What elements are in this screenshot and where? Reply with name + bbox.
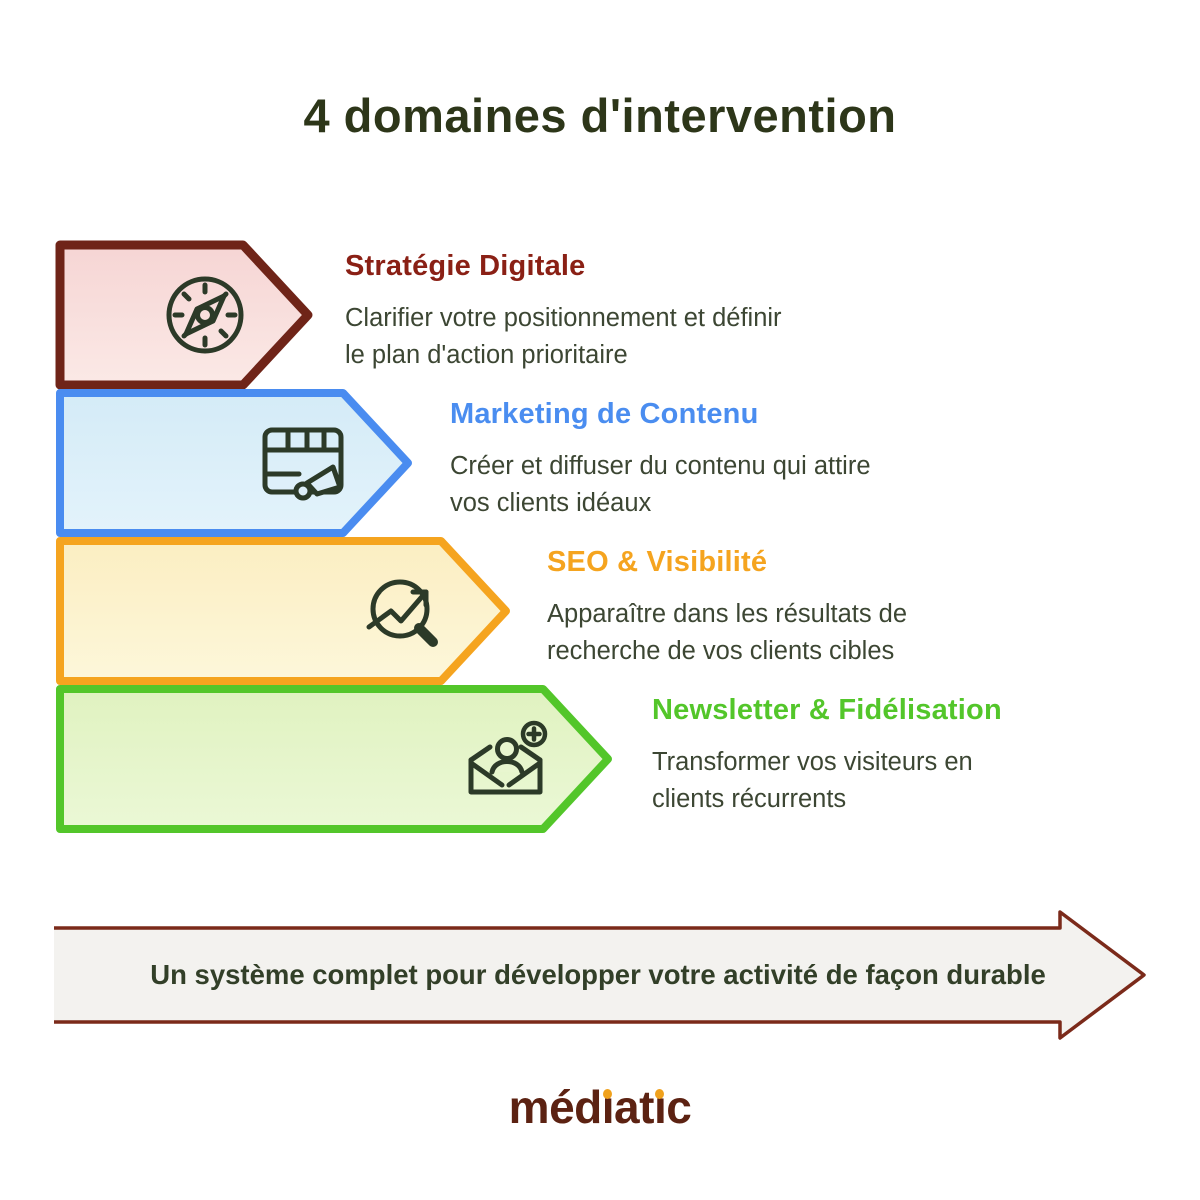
domain-title: SEO & Visibilité bbox=[547, 546, 768, 578]
domain-banner-newsletter-fidelisation bbox=[55, 684, 615, 834]
domain-text-marketing-contenu: Marketing de Contenu Créer et diffuser d… bbox=[450, 398, 871, 522]
arrow-outline bbox=[56, 537, 510, 685]
logo-dotted-i: ı bbox=[653, 1081, 667, 1133]
description-line: Apparaître dans les résultats de bbox=[547, 600, 908, 628]
search-trend-icon bbox=[366, 579, 438, 647]
domain-title: Marketing de Contenu bbox=[450, 398, 759, 430]
arrow-outline bbox=[56, 389, 412, 537]
arrow-shape-pink bbox=[55, 240, 313, 390]
compass-icon bbox=[166, 276, 244, 354]
domain-banner-marketing-contenu bbox=[55, 388, 415, 538]
logo-part: c bbox=[666, 1081, 692, 1133]
description-line: vos clients idéaux bbox=[450, 488, 652, 517]
domain-description: Apparaître dans les résultats de recherc… bbox=[547, 596, 907, 670]
domain-banner-seo-visibilite bbox=[55, 536, 513, 686]
domain-banner-strategie-digitale bbox=[55, 240, 315, 390]
domain-description: Clarifier votre positionnement et défini… bbox=[345, 300, 782, 374]
arrow-shape-green bbox=[56, 685, 612, 833]
description-line: clients récurrents bbox=[652, 784, 847, 813]
mail-subscriber-icon bbox=[468, 720, 548, 795]
domain-text-strategie-digitale: Stratégie Digitale Clarifier votre posit… bbox=[345, 250, 782, 374]
summary-arrow bbox=[52, 906, 1152, 1047]
arrow-shape-yellow bbox=[56, 537, 510, 685]
logo-dotted-i: ı bbox=[601, 1081, 615, 1133]
page-title: 4 domaines d'intervention bbox=[303, 89, 897, 142]
logo-part: at bbox=[614, 1081, 654, 1133]
mediatic-logo: médıatıc bbox=[0, 1080, 1200, 1134]
description-line: Transformer vos visiteurs en bbox=[652, 748, 973, 776]
description-line: recherche de vos clients cibles bbox=[547, 636, 895, 665]
summary-arrow-outline bbox=[54, 910, 1146, 1040]
domain-text-seo-visibilite: SEO & Visibilité Apparaître dans les rés… bbox=[547, 546, 907, 670]
summary-text: Un système complet pour développer votre… bbox=[150, 959, 1046, 990]
logo-part: méd bbox=[508, 1081, 603, 1133]
description-line: Créer et diffuser du contenu qui attire bbox=[450, 452, 871, 480]
arrow-outline bbox=[56, 685, 612, 833]
content-megaphone-icon bbox=[262, 427, 344, 501]
arrow-shape-blue bbox=[56, 389, 412, 537]
domain-text-newsletter-fidelisation: Newsletter & Fidélisation Transformer vo… bbox=[652, 694, 1002, 818]
domain-title: Stratégie Digitale bbox=[345, 250, 586, 282]
description-line: Clarifier votre positionnement et défini… bbox=[345, 304, 782, 332]
domain-description: Créer et diffuser du contenu qui attire … bbox=[450, 448, 871, 522]
summary-arrow-shape bbox=[54, 910, 1146, 1040]
description-line: le plan d'action prioritaire bbox=[345, 340, 628, 369]
domain-title: Newsletter & Fidélisation bbox=[652, 694, 1002, 726]
domain-description: Transformer vos visiteurs en clients réc… bbox=[652, 744, 1002, 818]
summary-arrow-fill bbox=[54, 912, 1144, 1038]
